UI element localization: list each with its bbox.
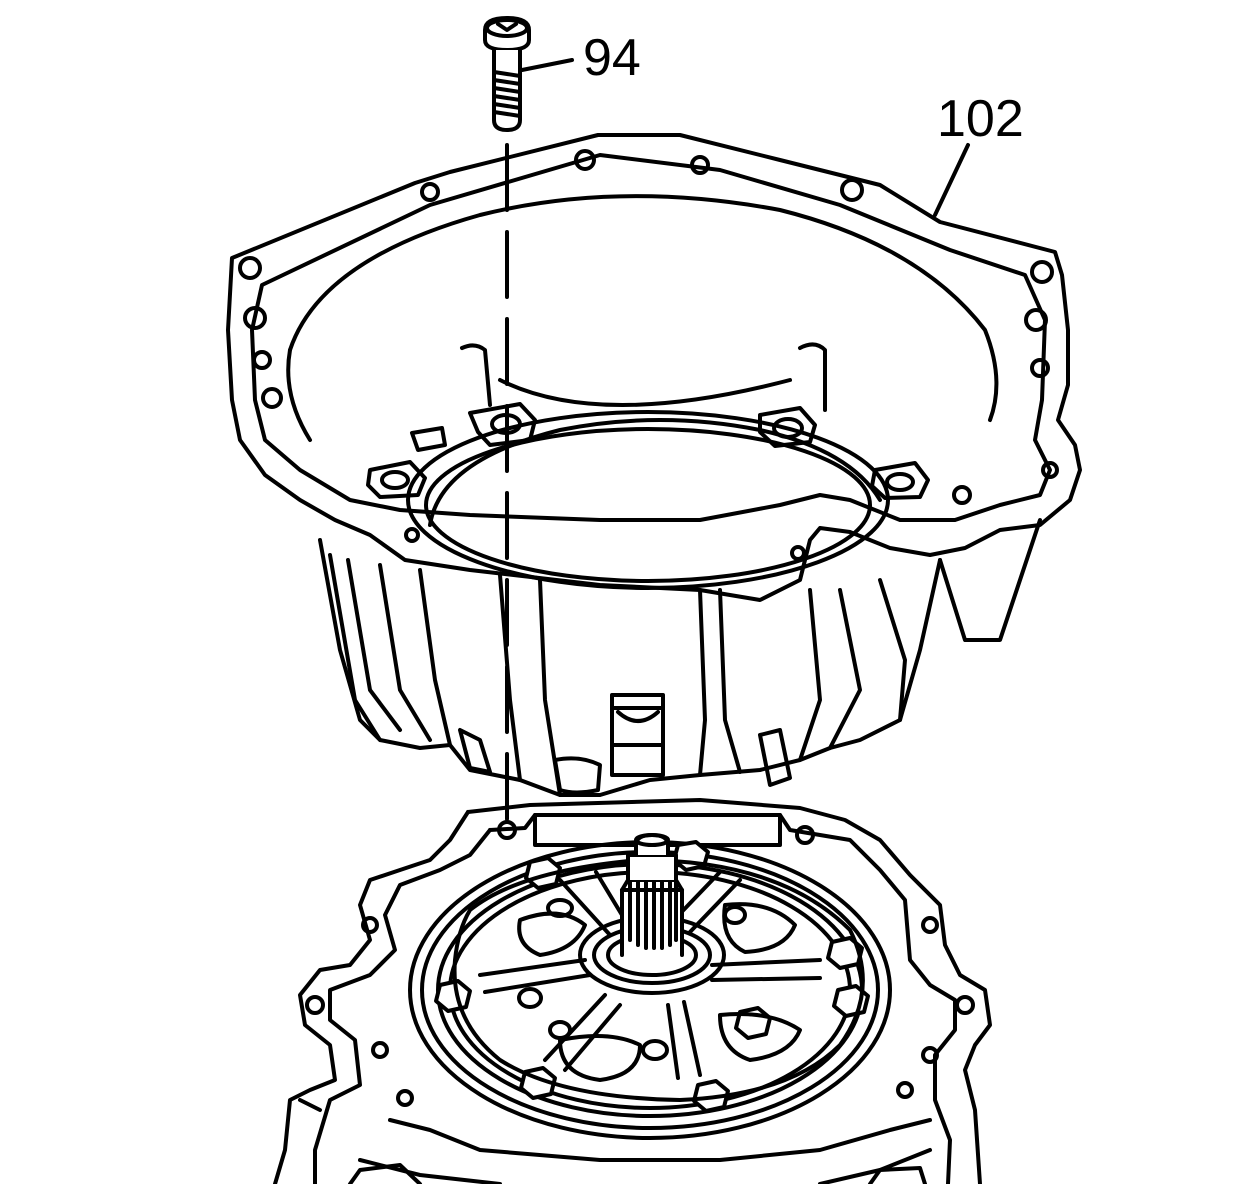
callout-94-leader (520, 58, 574, 72)
transmission-case (273, 798, 992, 1184)
bell-housing-102 (226, 133, 1082, 797)
callout-94-label: 94 (583, 29, 641, 87)
callout-102-leader (933, 143, 970, 217)
callout-102-label: 102 (937, 90, 1024, 148)
bolt-94 (483, 16, 531, 132)
